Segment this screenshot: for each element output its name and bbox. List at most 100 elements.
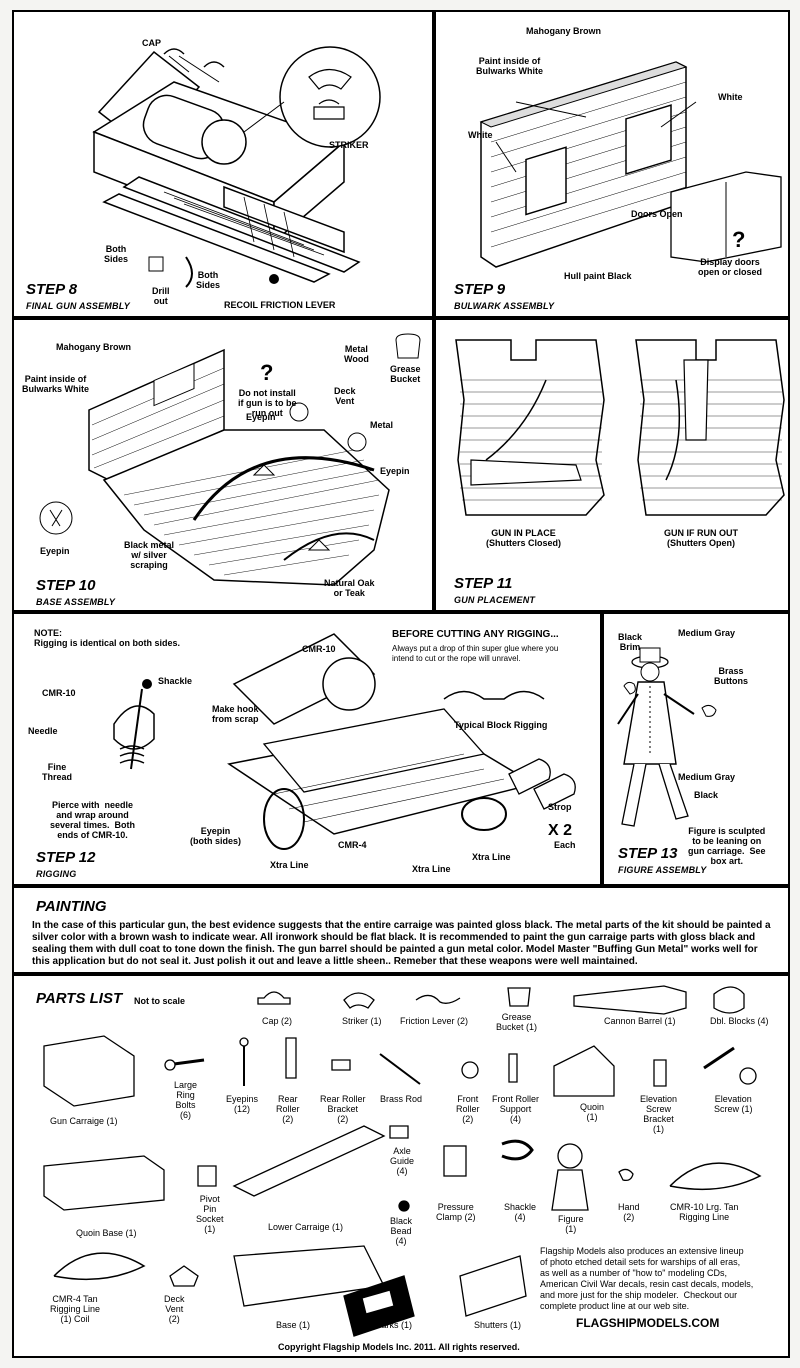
step8-subtitle: FINAL GUN ASSEMBLY	[26, 301, 130, 311]
recoil-lever-label: RECOIL FRICTION LEVER	[224, 300, 336, 310]
part-front-roller-support: Front Roller Support (4)	[492, 1094, 540, 1124]
step11-subtitle: GUN PLACEMENT	[454, 595, 536, 605]
part-figure: Figure (1)	[558, 1214, 584, 1234]
part-bulwarks: Bulwarks (1)	[362, 1320, 413, 1330]
brand-url[interactable]: FLAGSHIPMODELS.COM	[576, 1316, 720, 1330]
parts-list-panel: PARTS LIST Not to scale	[12, 974, 790, 1358]
parts-drawings	[43, 985, 762, 1337]
parts-list-heading: PARTS LIST	[36, 990, 123, 1007]
black-metal-label: Black metal w/ silver scraping	[124, 540, 175, 570]
step9-title: STEP 9 BULWARK ASSEMBLY	[454, 282, 554, 314]
gun-run-out-label: GUN IF RUN OUT (Shutters Open)	[664, 528, 738, 548]
part-black-bead: Black Bead (4)	[390, 1216, 413, 1246]
mahogany-label-9: Mahogany Brown	[526, 26, 602, 36]
part-cannon-barrel: Cannon Barrel (1)	[604, 1016, 676, 1026]
cmr10-left-label: CMR-10	[42, 688, 76, 698]
part-shutters: Shutters (1)	[474, 1320, 522, 1330]
step8-panel: CAP STRIKER Both Sides Both Sides Drill …	[12, 10, 434, 318]
step13-figure-drawing	[617, 647, 717, 827]
rigging-note: NOTE: Rigging is identical on both sides…	[34, 628, 181, 648]
part-base: Base (1)	[276, 1320, 311, 1330]
shackle-label: Shackle	[158, 676, 193, 686]
white-label-left: White	[468, 130, 493, 140]
step8-title: STEP 8 FINAL GUN ASSEMBLY	[26, 282, 130, 314]
part-friction-lever: Friction Lever (2)	[400, 1016, 469, 1026]
white-label-right: White	[718, 92, 743, 102]
striker-label: STRIKER	[329, 140, 369, 150]
step9-panel: Mahogany Brown Paint inside of Bulwarks …	[434, 10, 790, 318]
fine-thread-label: Fine Thread	[42, 762, 73, 782]
part-deck-vent: Deck Vent (2)	[164, 1294, 185, 1324]
promo-text: Flagship Models also produces an extensi…	[540, 1246, 754, 1311]
strop-label: Strop	[548, 802, 572, 812]
part-hand: Hand (2)	[618, 1202, 640, 1222]
before-cutting-note: Always put a drop of thin super glue whe…	[392, 644, 559, 663]
xtra-line-label-1: Xtra Line	[270, 860, 309, 870]
step11-placement-drawing	[455, 339, 785, 516]
step10-panel: Mahogany Brown Paint inside of Bulwarks …	[12, 318, 434, 612]
eyepin-both-label: Eyepin (both sides)	[190, 826, 241, 846]
part-elevation-screw: Elevation Screw (1)	[714, 1094, 753, 1114]
eyepin-label-2: Eyepin	[380, 466, 410, 476]
not-to-scale-label: Not to scale	[134, 996, 186, 1006]
black-label: Black	[694, 790, 719, 800]
do-not-install-label: Do not install if gun is to be run out	[238, 388, 297, 418]
step12-title: STEP 12 RIGGING	[36, 850, 95, 882]
deck-vent-label: Deck Vent	[334, 386, 356, 406]
before-cutting-heading: BEFORE CUTTING ANY RIGGING...	[392, 629, 559, 640]
grease-bucket-label: Grease Bucket	[390, 364, 421, 384]
mahogany-label-10: Mahogany Brown	[56, 342, 132, 352]
part-striker: Striker (1)	[342, 1016, 382, 1026]
display-doors-label: Display doors open or closed	[698, 257, 763, 277]
painting-text: In the case of this particular gun, the …	[32, 920, 771, 967]
step12-title-text: STEP 12	[36, 849, 96, 866]
part-dbl-blocks: Dbl. Blocks (4)	[710, 1016, 769, 1026]
typical-block-label: Typical Block Rigging	[454, 720, 548, 730]
part-cap: Cap (2)	[262, 1016, 293, 1026]
step13-title: STEP 13 FIGURE ASSEMBLY	[618, 846, 707, 878]
step9-subtitle: BULWARK ASSEMBLY	[454, 301, 555, 311]
cap-label: CAP	[142, 38, 162, 48]
paint-inside-label-9: Paint inside of Bulwarks White	[476, 56, 544, 76]
step10-title-text: STEP 10	[36, 577, 96, 594]
cmr10-top-label: CMR-10	[302, 644, 336, 654]
part-grease-bucket: Grease Bucket (1)	[496, 1012, 538, 1032]
step11-title: STEP 11 GUN PLACEMENT	[454, 576, 535, 608]
question-mark-10: ?	[260, 360, 274, 385]
step13-title-text: STEP 13	[618, 845, 678, 862]
step8-gun-drawing	[92, 46, 381, 288]
eyepin-label-3: Eyepin	[40, 546, 70, 556]
figure-sculpted-label: Figure is sculpted to be leaning on gun …	[688, 826, 766, 866]
step13-panel: Black Brim Medium Gray Brass Buttons Med…	[602, 612, 790, 886]
step8-title-text: STEP 8	[26, 281, 78, 298]
part-front-roller: Front Roller (2)	[456, 1094, 480, 1124]
painting-panel: PAINTING In the case of this particular …	[12, 886, 790, 974]
medium-gray-label-top: Medium Gray	[678, 628, 736, 638]
step10-title: STEP 10 BASE ASSEMBLY	[36, 578, 115, 610]
step9-title-text: STEP 9	[454, 281, 506, 298]
step12-panel: NOTE: Rigging is identical on both sides…	[12, 612, 602, 886]
gun-in-place-label: GUN IN PLACE (Shutters Closed)	[486, 528, 562, 548]
cmr4-label: CMR-4	[338, 840, 367, 850]
metal-wood-label: Metal Wood	[344, 344, 369, 364]
xtra-line-label-3: Xtra Line	[472, 852, 511, 862]
part-pressure-clamp: Pressure Clamp (2)	[436, 1202, 476, 1222]
needle-label: Needle	[28, 726, 58, 736]
hull-label: Hull paint Black	[564, 271, 632, 281]
medium-gray-label-mid: Medium Gray	[678, 772, 736, 782]
part-rear-roller-bracket: Rear Roller Bracket (2)	[320, 1094, 366, 1124]
black-brim-label: Black Brim	[618, 632, 643, 652]
part-quoin: Quoin (1)	[580, 1102, 605, 1122]
xtra-line-label-2: Xtra Line	[412, 864, 451, 874]
part-ring-bolts: Large Ring Bolts (6)	[174, 1080, 198, 1120]
step12-rigging-drawing	[113, 633, 576, 850]
both-sides-label-b: Both Sides	[196, 270, 221, 290]
make-hook-label: Make hook from scrap	[212, 704, 259, 724]
painting-heading: PAINTING	[36, 898, 107, 915]
step12-subtitle: RIGGING	[36, 869, 77, 879]
each-label: Each	[554, 840, 576, 850]
copyright-text: Copyright Flagship Models Inc. 2011. All…	[278, 1342, 520, 1352]
part-rear-roller: Rear Roller (2)	[276, 1094, 300, 1124]
metal-label: Metal	[370, 420, 394, 430]
